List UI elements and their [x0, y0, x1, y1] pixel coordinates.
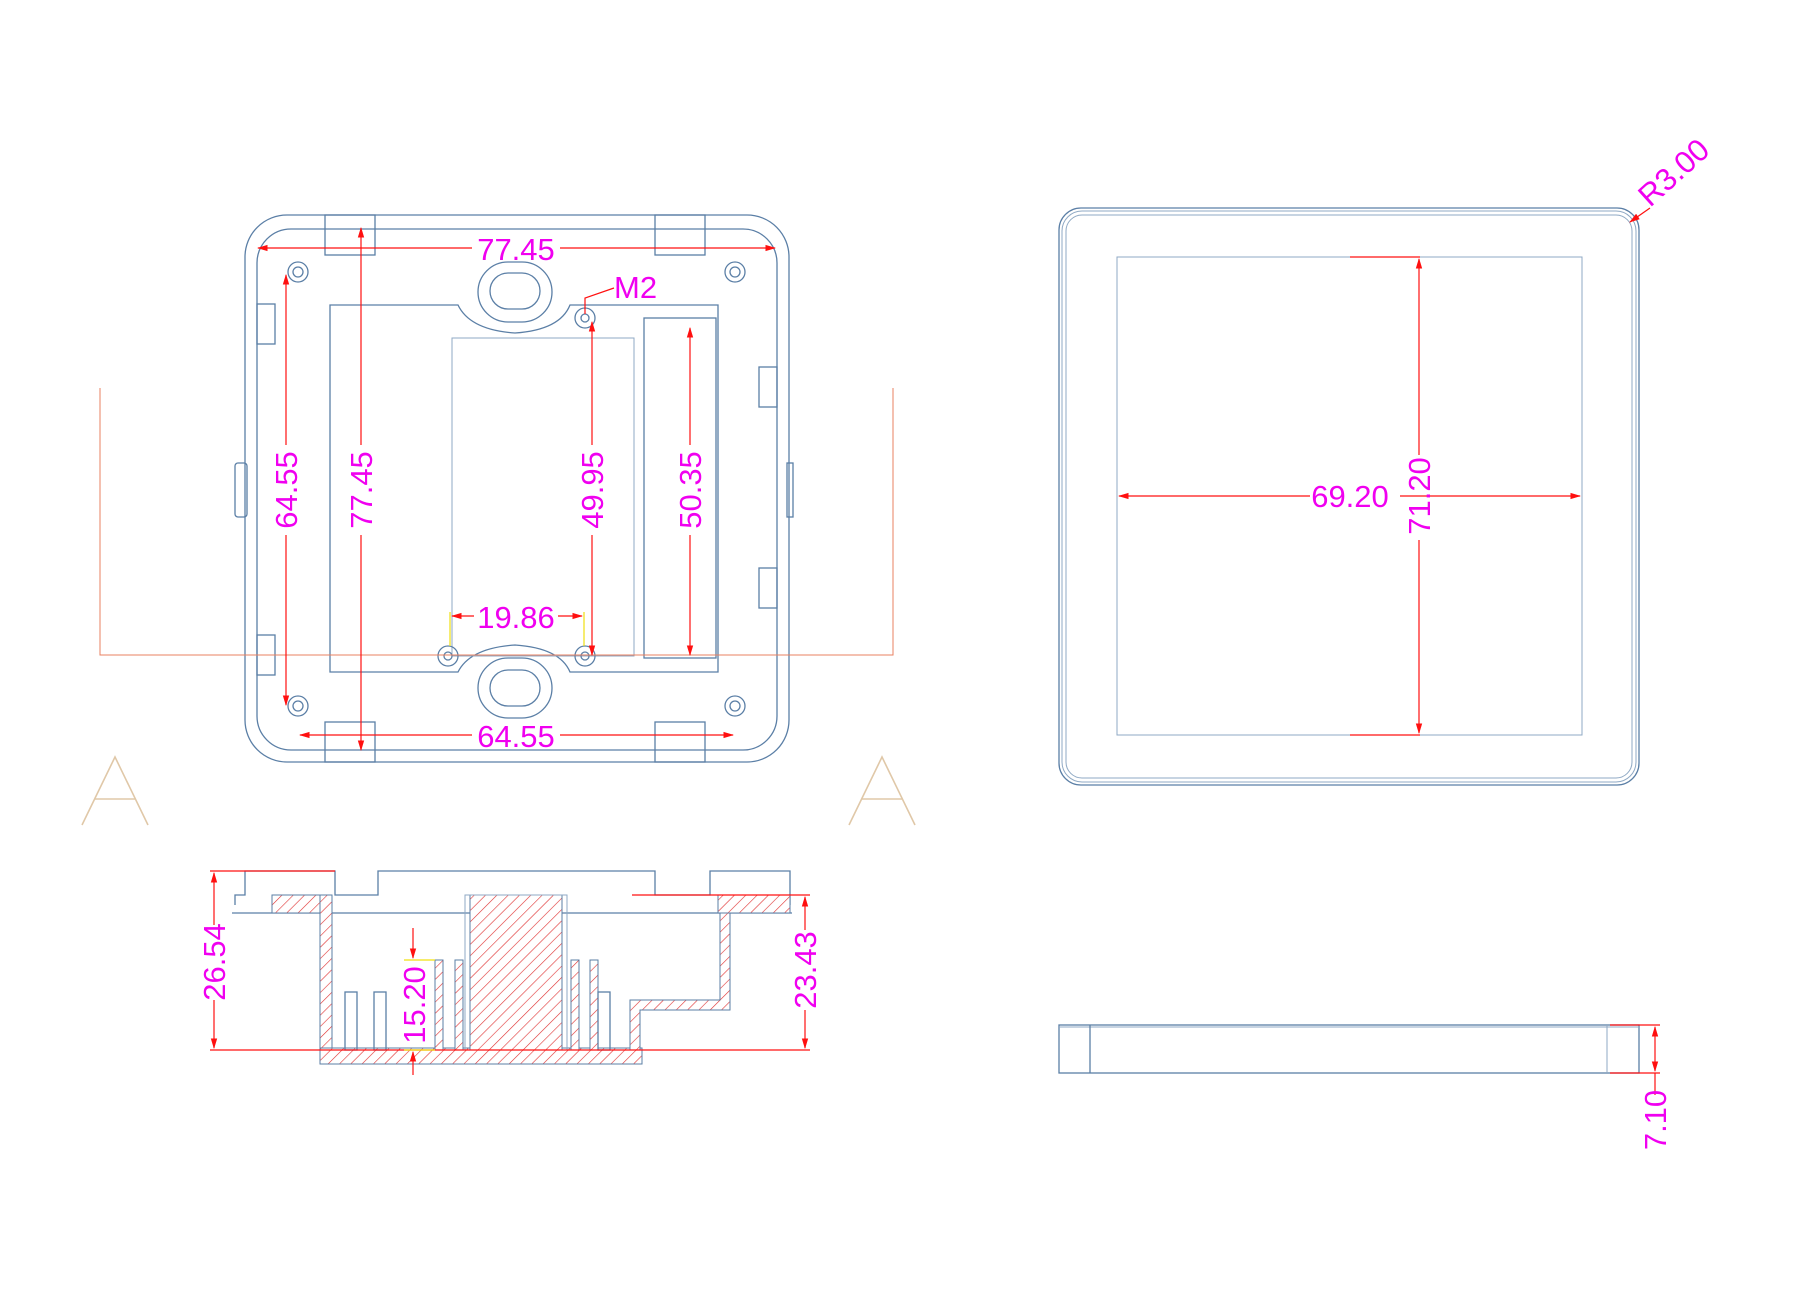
tab-right-2 — [758, 567, 778, 609]
inner-pocket — [451, 337, 635, 657]
tab-top-left — [324, 214, 376, 256]
callout-m2: M2 — [614, 270, 657, 305]
side-view: 7.10 — [1058, 1024, 1673, 1150]
dim-inner-height-a: 49.95 — [575, 451, 610, 529]
cover-window — [1116, 256, 1583, 736]
section-marker-left: A — [0, 0, 149, 826]
svg-text:A: A — [0, 0, 11, 4]
svg-text:A: A — [0, 0, 11, 4]
hatch-center-post — [469, 894, 563, 1051]
front-view: 77.45 64.55 64.55 77.45 49.95 50.35 19.8… — [99, 214, 894, 763]
dim-thickness: 7.10 — [1638, 1090, 1673, 1150]
front-outer-outline — [244, 214, 790, 763]
dim-rib-height: 15.20 — [397, 966, 432, 1044]
dim-overall-height: 77.45 — [344, 451, 379, 529]
tab-left-clip — [234, 462, 248, 518]
dim-window-width: 69.20 — [1311, 479, 1389, 514]
cover-outer — [1058, 207, 1640, 786]
dim-inner-height-b: 50.35 — [673, 451, 708, 529]
tab-bottom-left — [324, 721, 376, 763]
corner-holes — [287, 261, 746, 717]
tab-bottom-right — [654, 721, 706, 763]
section-view: 26.54 23.43 15.20 — [197, 870, 823, 1075]
oval-slot-bottom-inner — [489, 669, 541, 707]
side-strip — [1058, 1024, 1640, 1074]
side-channel — [643, 317, 717, 659]
tab-right-clip — [786, 462, 794, 518]
dim-top-width: 77.45 — [477, 232, 555, 267]
oval-slot-top-outer — [477, 261, 553, 323]
hatch-wall-left — [319, 894, 333, 1056]
inner-cavity — [329, 304, 719, 673]
m2-hole-bl — [437, 645, 459, 667]
dim-window-height: 71.20 — [1402, 457, 1437, 535]
dim-inner-depth: 23.43 — [788, 931, 823, 1009]
tab-left-1 — [256, 303, 276, 345]
top-cover-view: 69.20 71.20 R3.00 — [1058, 132, 1716, 786]
oval-slot-bottom-outer — [477, 657, 553, 719]
hatch-flange-right — [717, 894, 791, 914]
dim-overall-depth: 26.54 — [197, 923, 232, 1001]
section-marker-right: A — [0, 0, 916, 826]
tab-right-1 — [758, 366, 778, 408]
cover-inner-edge — [1065, 214, 1633, 779]
tab-top-right — [654, 214, 706, 256]
section-line-a-a — [99, 388, 894, 656]
oval-slot-top-inner — [489, 272, 541, 310]
front-inner-outline — [256, 228, 778, 751]
dim-slot-width: 19.86 — [477, 600, 555, 635]
dim-left-hole-spacing: 64.55 — [269, 451, 304, 529]
dim-bottom-hole-spacing: 64.55 — [477, 719, 555, 754]
dim-corner-radius: R3.00 — [1631, 132, 1716, 213]
hatch-step-right — [629, 912, 731, 1051]
